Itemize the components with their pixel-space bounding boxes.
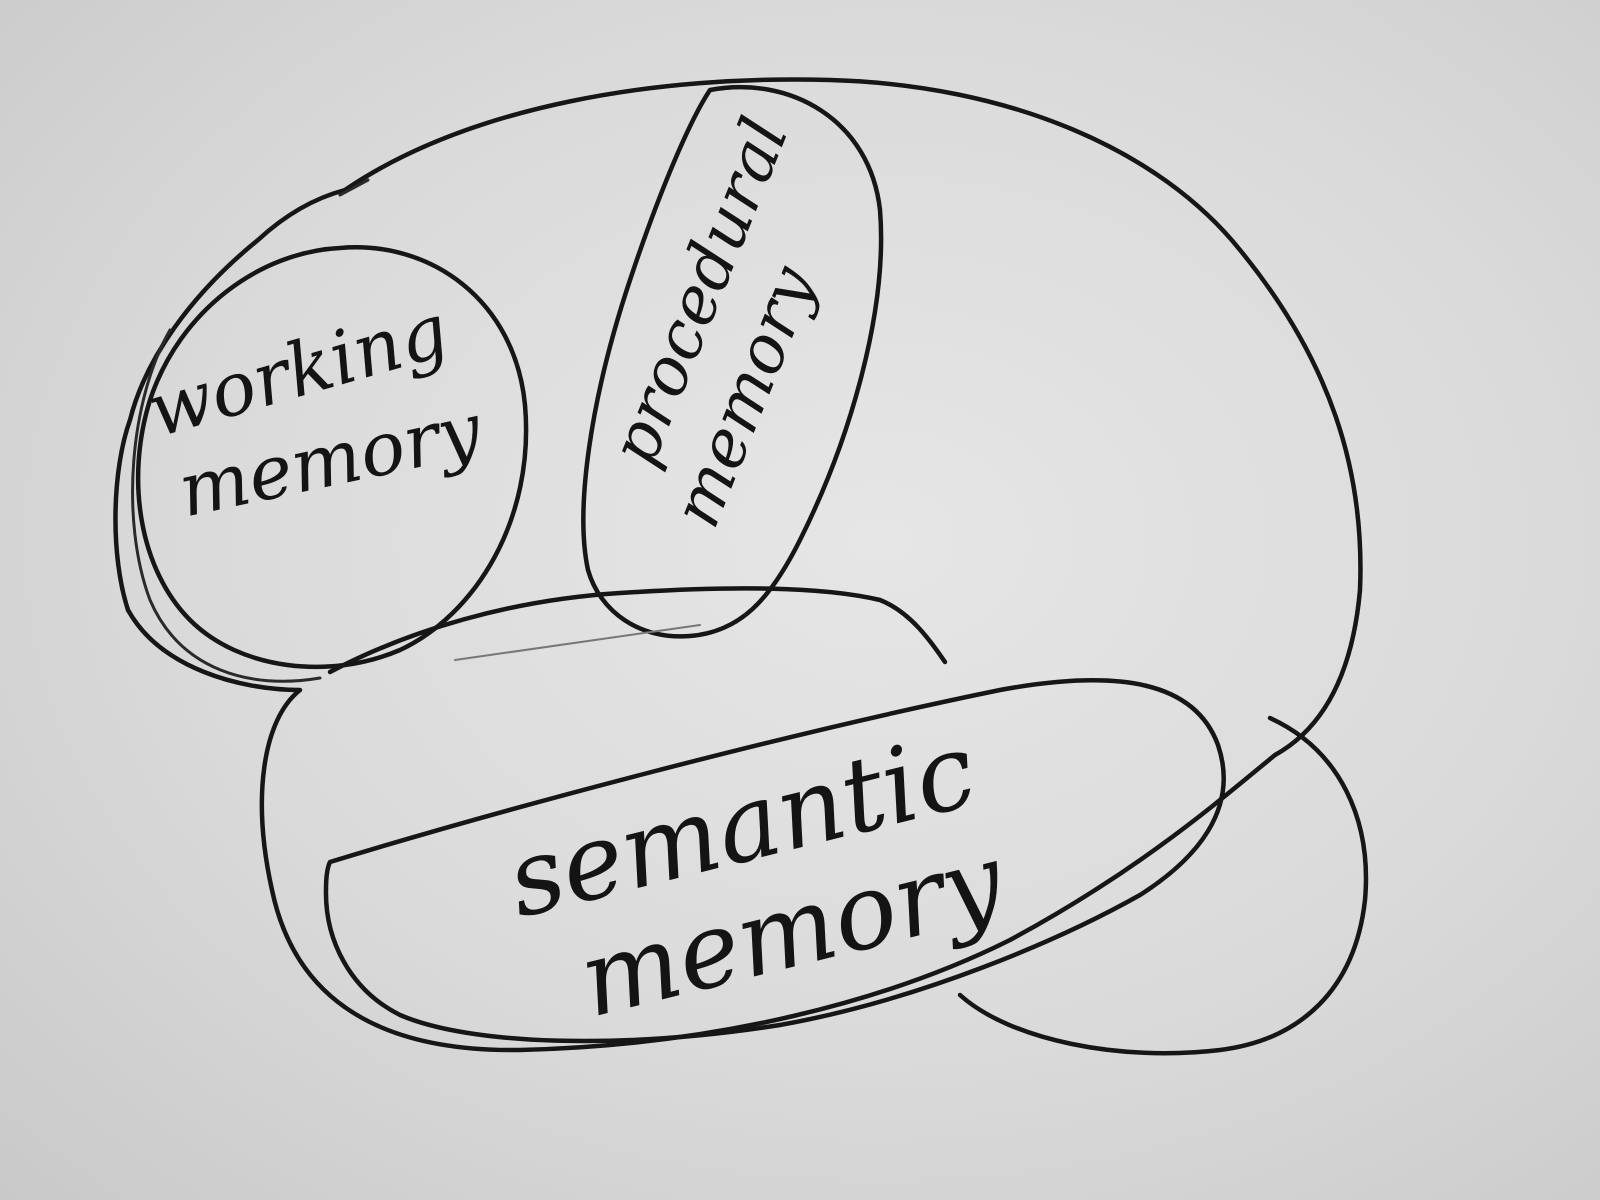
temporal-fold-shading (454, 624, 701, 661)
working-memory-circle (135, 245, 529, 670)
semantic-memory-label: semantic memory (496, 708, 1016, 1041)
cerebellum-outline (957, 715, 1369, 1056)
semantic-memory-loop (323, 678, 1226, 1044)
procedural-memory-loop (581, 84, 884, 639)
brain-outline (113, 77, 1363, 1053)
temporal-fold-line (327, 586, 948, 675)
working-memory-circle-trace (131, 328, 322, 683)
procedural-memory-label: procedural memory (595, 107, 831, 537)
outline-tick (338, 178, 370, 197)
